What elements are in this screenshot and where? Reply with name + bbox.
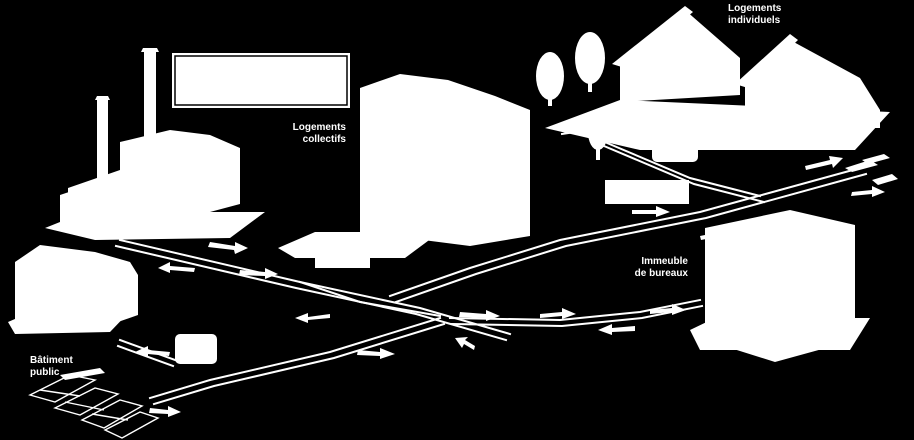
flow-arrow-icon [357, 348, 395, 359]
label-batiment-public: Bâtiment public [30, 355, 73, 379]
pipe-up-collective-b [394, 172, 868, 304]
label-line: individuels [728, 15, 781, 26]
heat-substation-icon [652, 132, 698, 162]
pipe-individual [598, 138, 762, 198]
label-line: de bureaux [634, 268, 688, 279]
pipe-to-office [448, 298, 702, 322]
flow-arrow-icon [295, 313, 330, 323]
label-logements-individuels: Logements individuels [728, 3, 781, 27]
flow-arrow-icon [347, 240, 383, 251]
flow-arrow-icon [135, 346, 170, 357]
factory-icon [60, 48, 240, 228]
house-icon [612, 6, 740, 102]
flow-arrow-icon [208, 242, 248, 254]
pipe-up-collective [388, 166, 862, 298]
tree-icon [575, 32, 605, 92]
label-immeuble-de-bureaux: Immeuble de bureaux [600, 256, 688, 280]
pipe-cross [298, 280, 442, 318]
pipe-individual-top [558, 114, 702, 130]
office-building-icon [705, 210, 855, 362]
flow-arrow-icon [540, 308, 576, 319]
pipe-main-west-b [114, 244, 508, 342]
pipe-to-public [148, 316, 442, 400]
solar-panel-icon [60, 154, 898, 380]
pipe-main-west [118, 238, 512, 336]
label-line: collectifs [302, 134, 346, 145]
flow-arrow-icon [640, 114, 676, 125]
house-icon [735, 34, 880, 128]
pipe-to-public-b [152, 322, 446, 406]
flow-arrow-icon [759, 138, 796, 149]
tree-icon [536, 52, 564, 106]
label-line: Immeuble [641, 256, 688, 267]
flow-arrow-icon [459, 310, 500, 321]
flow-arrow-icon [239, 268, 278, 279]
label-line: Logements [728, 3, 782, 14]
flow-arrow-icon [805, 156, 843, 170]
flow-arrow-icon [158, 262, 195, 273]
heat-substation-icon [175, 334, 217, 364]
label-line: Bâtiment [30, 355, 73, 366]
flow-arrows [135, 114, 885, 417]
pipe-individual-b [602, 144, 766, 204]
solar-panel-icon [28, 374, 160, 439]
flow-arrow-icon [455, 337, 475, 350]
label-line: public [30, 367, 60, 378]
factory-sign-panel [172, 53, 350, 108]
label-logements-collectifs: Logements collectifs [268, 122, 346, 146]
flow-arrow-icon [700, 228, 732, 240]
label-line: Logements [292, 122, 346, 133]
flow-arrow-icon [650, 304, 686, 315]
public-building-icon [15, 245, 138, 330]
flow-arrow-icon [851, 186, 885, 197]
flow-arrow-icon [149, 406, 181, 417]
flow-arrow-icon [598, 324, 635, 335]
flow-arrow-icon [632, 206, 670, 217]
individual-sign-panel [605, 180, 689, 204]
tree-icon [588, 114, 608, 160]
